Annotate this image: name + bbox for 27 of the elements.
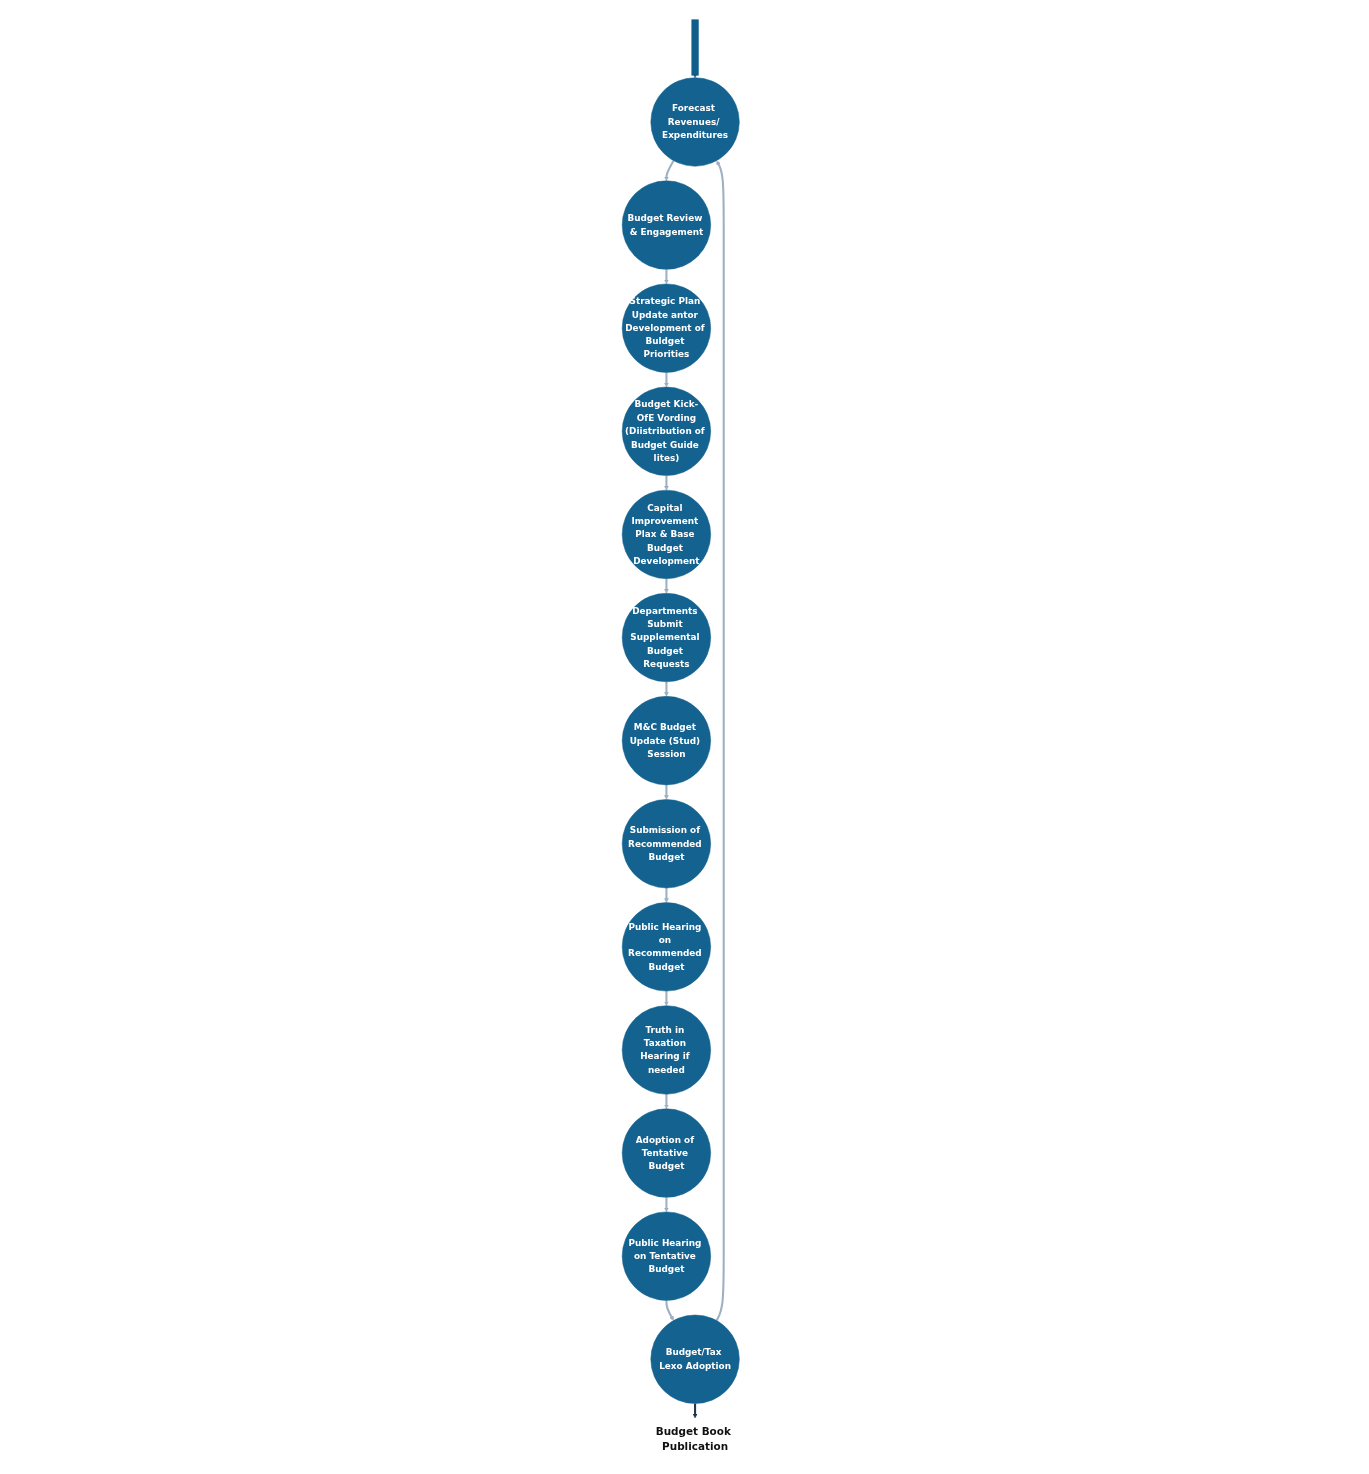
arrow	[664, 475, 669, 491]
arrow	[664, 269, 669, 285]
node-circle: Truth in Taxation Hearing if needed	[621, 1005, 711, 1095]
arrow	[664, 1197, 669, 1213]
node-circle: Budget/Tax Lexo Adoption	[650, 1314, 740, 1404]
node-circle: Adoption of Tentative Budget	[621, 1108, 711, 1198]
node-circle: Forecast Revenues/ Expenditures	[650, 77, 740, 167]
arrow	[664, 578, 669, 594]
arrow	[664, 784, 669, 800]
node-circle: M&C Budget Update (Stud) Session	[621, 696, 711, 786]
arrow	[664, 160, 675, 182]
node-circle: Public Hearing on Tentative Budget	[621, 1211, 711, 1301]
node-circle: Budget Review & Engagement	[621, 180, 711, 270]
arrow	[664, 991, 669, 1006]
node-circle: Public Hearing on Recommended Budget	[621, 902, 711, 992]
node-circle: Departments Submit Supplemental Budget Requests	[621, 593, 711, 683]
arrow	[692, 1403, 698, 1419]
arrow	[664, 681, 669, 697]
arrow	[691, 16, 699, 79]
node-circle: Submission of Recommended Budget	[621, 799, 711, 889]
arrow	[715, 160, 725, 1321]
arrow	[664, 1094, 669, 1109]
node-circle: Capital Improvement Plax & Base Budget Development	[621, 489, 711, 579]
node-text: Budget Book Publication	[655, 1424, 731, 1454]
node-circle: Budget Kick-OfE Vording (Diistribution of Budget Guide lites)	[621, 386, 711, 476]
arrow	[665, 1300, 674, 1321]
arrow	[664, 372, 669, 388]
